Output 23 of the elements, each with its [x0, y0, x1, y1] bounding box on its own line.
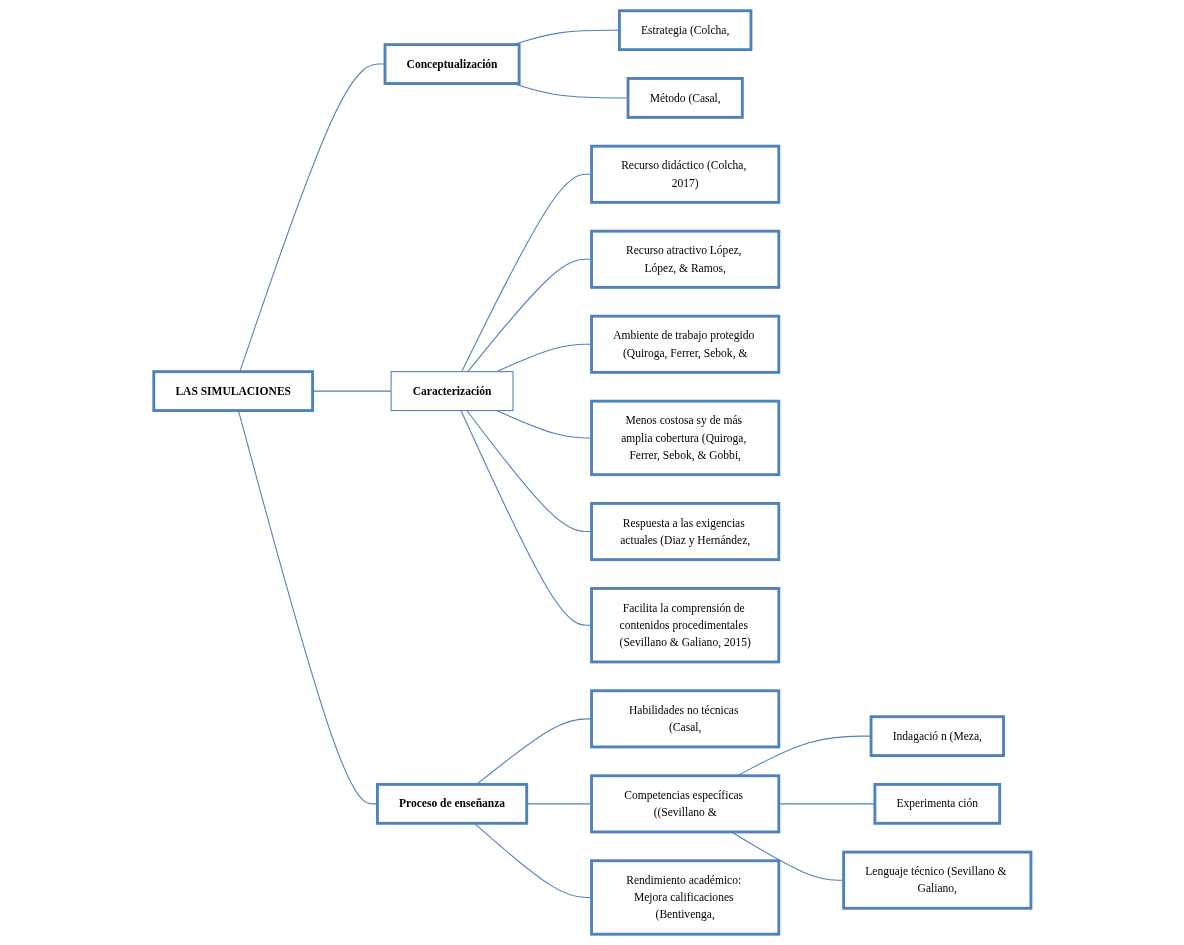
node-box: Competencias específicas ((Sevillano & — [589, 774, 780, 834]
node-box: Ambiente de trabajo protegido (Quiroga, Ferrer, Sebok, & — [589, 314, 780, 374]
connector — [466, 410, 592, 533]
connector — [237, 410, 378, 805]
connector — [460, 410, 592, 626]
node-box: Lenguaje técnico (Sevillano & Galiano, — [841, 850, 1032, 910]
node-box: Método (Casal, — [626, 77, 744, 119]
node-box: Rendimiento académico: Mejora calificaciones (Bentivenga, — [589, 859, 780, 936]
node-box: Estrategia (Colcha, — [617, 9, 753, 52]
connector — [466, 258, 592, 373]
node-box: Habilidades no técnicas (Casal, — [589, 689, 780, 749]
node-box: Conceptualización — [383, 43, 521, 85]
node-box: Indagació n (Meza, — [869, 715, 1005, 758]
node-box: Experimenta ción — [873, 782, 1001, 825]
node-box: Recurso didáctico (Colcha, 2017) — [589, 144, 780, 204]
connector — [460, 173, 592, 373]
node-box: Menos costosa sy de más amplia cobertura (Quiroga, Ferrer, Sebok, & Gobbi, — [589, 399, 780, 477]
node-box: Recurso atractivo López, López, & Ramos, — [589, 229, 780, 289]
node-box: Caracterización — [390, 371, 514, 412]
node-box: Respuesta a las exigencias actuales (Diaz y Hernández, — [589, 502, 780, 562]
node-box: Proceso de enseñanza — [375, 782, 528, 825]
node-box: LAS SIMULACIONES — [151, 370, 314, 412]
node-box: Facilita la comprensión de contenidos procedimentales (Sevillano & Galiano, 2015) — [589, 587, 780, 664]
